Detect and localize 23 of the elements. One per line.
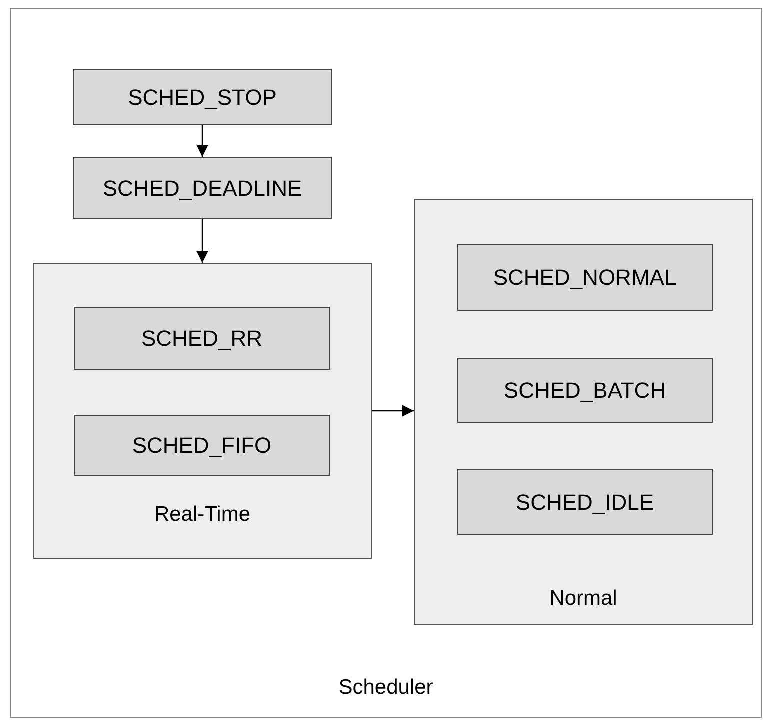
group-label: Real-Time bbox=[153, 502, 252, 528]
arrow bbox=[372, 405, 414, 417]
node-label: SCHED_STOP bbox=[128, 84, 277, 112]
policy-box bbox=[457, 469, 713, 535]
arrow bbox=[196, 219, 208, 263]
policy-box bbox=[73, 69, 332, 125]
node-label: SCHED_BATCH bbox=[504, 377, 666, 405]
policy-box bbox=[74, 307, 330, 370]
group-box bbox=[33, 263, 372, 559]
policy-box bbox=[457, 358, 713, 423]
diagram-frame bbox=[10, 8, 762, 718]
node-label: SCHED_IDLE bbox=[516, 488, 654, 516]
node-label: SCHED_FIFO bbox=[132, 432, 272, 460]
group-box bbox=[414, 199, 753, 625]
policy-box bbox=[74, 415, 330, 476]
group-label: Normal bbox=[548, 586, 618, 612]
policy-box bbox=[457, 244, 713, 311]
policy-box bbox=[73, 157, 332, 219]
group-label: Scheduler bbox=[338, 674, 434, 700]
arrow bbox=[196, 125, 208, 157]
node-label: SCHED_NORMAL bbox=[493, 264, 677, 292]
node-label: SCHED_RR bbox=[141, 325, 263, 353]
node-label: SCHED_DEADLINE bbox=[102, 174, 302, 202]
